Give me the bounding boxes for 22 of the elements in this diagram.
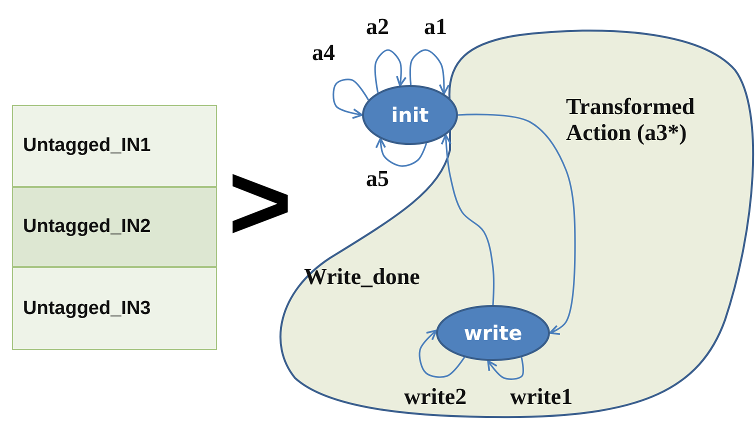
transition-arrow (440, 134, 494, 306)
transition-label: a5 (366, 166, 389, 192)
transition-arrow (418, 330, 466, 378)
transition-label: a2 (366, 14, 389, 40)
input-box: Untagged_IN2 (12, 187, 217, 267)
transition-label: write2 (404, 384, 467, 410)
transition-label: a4 (312, 40, 335, 66)
input-box: Untagged_IN3 (12, 267, 217, 350)
transition-arrow (458, 114, 576, 335)
greater-than-sign: > (228, 148, 292, 258)
transition-arrow (409, 49, 450, 95)
state-name: init (391, 103, 429, 127)
input-box: Untagged_IN1 (12, 105, 217, 187)
transition-label: Write_done (304, 264, 420, 290)
transition-arrow (487, 357, 524, 380)
transition-label: Transformed Action (a3*) (566, 94, 696, 147)
transition-arrow (374, 49, 407, 93)
transition-label: write1 (510, 384, 573, 410)
transition-arrow (332, 78, 370, 119)
transition-label: a1 (424, 14, 447, 40)
transition-arrow (375, 138, 428, 167)
state-name: write (464, 321, 522, 345)
